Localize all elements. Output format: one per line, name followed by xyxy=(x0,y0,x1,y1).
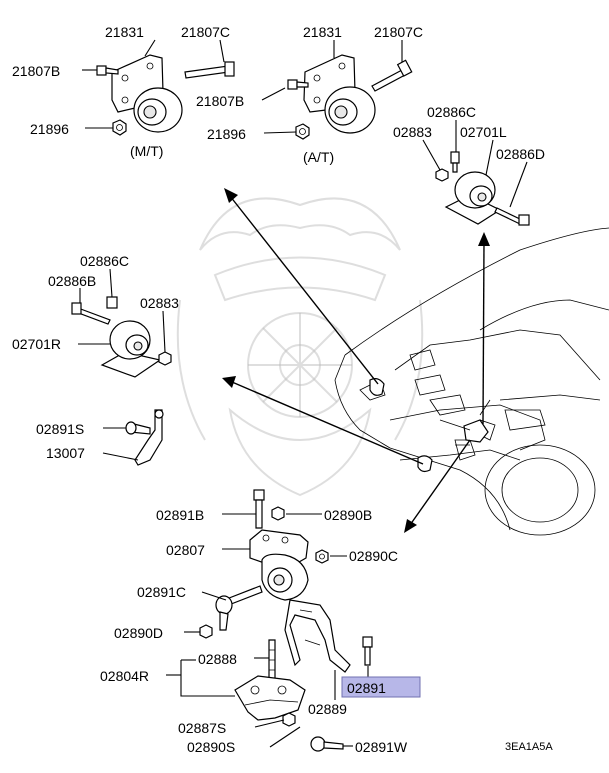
label-02886d: 02886D xyxy=(496,146,545,162)
right-mount-bolt-02886c xyxy=(106,296,118,309)
label-21896-at: 21896 xyxy=(207,126,246,142)
label-21831-at: 21831 xyxy=(303,24,342,40)
label-02886b: 02886B xyxy=(48,273,96,289)
left-mount-bolt-02886d xyxy=(494,207,523,225)
label-02883-left: 02883 xyxy=(393,124,432,140)
diagram-code: 3EA1A5A xyxy=(505,741,553,753)
right-mount-assembly xyxy=(71,296,172,378)
label-02890s: 02890S xyxy=(187,739,235,755)
engine-mount-point-center xyxy=(463,419,489,443)
mt-bolt-21807b xyxy=(96,65,107,76)
bracket-02889 xyxy=(284,599,351,673)
arrow-to-rear-mount xyxy=(409,439,471,526)
arrow-to-left-mount xyxy=(482,241,485,425)
label-02891c: 02891C xyxy=(137,584,186,600)
label-02701r: 02701R xyxy=(12,336,61,352)
label-mt: (M/T) xyxy=(130,143,163,159)
label-13007: 13007 xyxy=(46,445,85,461)
label-21831-mt: 21831 xyxy=(105,24,144,40)
label-21807b-at: 21807B xyxy=(196,93,244,109)
label-02891s: 02891S xyxy=(36,421,84,437)
right-mount-nut-02883 xyxy=(158,351,172,366)
bolt-02891b xyxy=(253,489,265,501)
label-21807c-at: 21807C xyxy=(374,24,423,40)
engine-mount-point-upper xyxy=(369,378,385,396)
label-02891w: 02891W xyxy=(355,739,408,755)
label-02887s: 02887S xyxy=(178,720,226,736)
highlight-02891 xyxy=(341,676,421,698)
label-02888: 02888 xyxy=(198,651,237,667)
nut-02890c xyxy=(315,549,329,564)
mt-nut-21896 xyxy=(112,119,127,136)
label-02890b: 02890B xyxy=(324,507,372,523)
watermark-emblem xyxy=(176,197,424,497)
label-at: (A/T) xyxy=(303,149,334,165)
label-02886c-left: 02886C xyxy=(427,104,476,120)
at-mount-assembly xyxy=(287,54,413,140)
stay-bracket-13007 xyxy=(134,409,163,466)
nut-02890b xyxy=(271,506,285,521)
label-02891: 02891 xyxy=(347,680,386,696)
bolt-02891w xyxy=(310,736,326,752)
label-02889: 02889 xyxy=(308,701,347,717)
label-02890d: 02890D xyxy=(114,625,163,641)
mt-mount-assembly xyxy=(96,54,235,136)
engine-mount-point-lower xyxy=(417,455,433,473)
label-02883-right: 02883 xyxy=(140,295,179,311)
label-02807: 02807 xyxy=(166,542,205,558)
left-mount-nut-02883 xyxy=(435,168,449,182)
bolt-02891 xyxy=(362,636,373,648)
label-02804r: 02804R xyxy=(100,668,149,684)
label-02890c: 02890C xyxy=(349,548,398,564)
label-21896-mt: 21896 xyxy=(30,121,69,137)
arrow-to-upper-mount xyxy=(229,195,379,385)
bracket-02804r xyxy=(234,675,306,721)
nut-02890d xyxy=(199,624,213,639)
arrow-to-right-mount xyxy=(231,381,424,465)
nut-02887s xyxy=(282,712,296,727)
mt-bolt-21807c xyxy=(184,65,230,79)
vehicle-body-outline xyxy=(334,227,609,536)
at-bolt-21807b xyxy=(287,79,298,90)
rear-mount-assembly xyxy=(199,489,373,752)
label-02886c-right: 02886C xyxy=(80,253,129,269)
left-mount-bolt-02886c xyxy=(450,151,460,164)
label-21807b-mt: 21807B xyxy=(12,63,60,79)
leader-arrows xyxy=(222,188,490,533)
at-nut-21896 xyxy=(295,123,310,140)
label-21807c-mt: 21807C xyxy=(181,24,230,40)
at-bolt-21807c xyxy=(371,69,406,92)
label-02891b: 02891B xyxy=(156,507,204,523)
stay-bracket-assembly xyxy=(125,409,164,466)
label-02701l: 02701L xyxy=(460,124,507,140)
left-mount-assembly xyxy=(435,151,530,226)
